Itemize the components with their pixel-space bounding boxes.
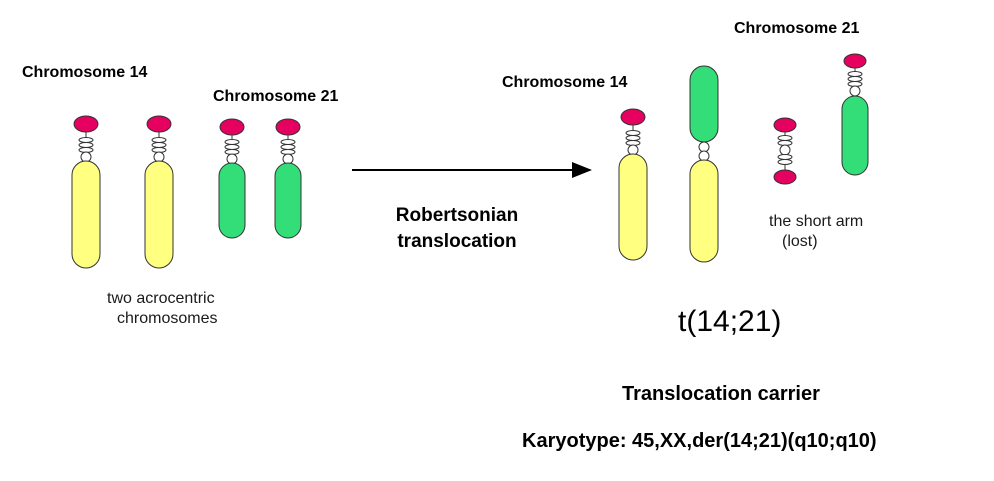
- left-chr21-label: Chromosome 21: [213, 88, 339, 105]
- chr14-left-b: [144, 115, 174, 269]
- left-caption-line2: chromosomes: [117, 310, 218, 327]
- chr14-right: [618, 108, 648, 261]
- chr14-left-a: [71, 115, 101, 269]
- translocation-notation: t(14;21): [678, 305, 782, 338]
- right-chr21-label: Chromosome 21: [734, 20, 860, 37]
- chr21-right: [841, 53, 869, 176]
- short-arm-label-line1: the short arm: [769, 213, 864, 230]
- right-chr14-label: Chromosome 14: [502, 74, 628, 91]
- short-arm-fragment: [773, 117, 797, 185]
- carrier-title: Translocation carrier: [622, 383, 820, 405]
- left-chr14-label: Chromosome 14: [22, 64, 148, 81]
- der-14-21-chromosome: [689, 65, 719, 263]
- karyotype-formula: Karyotype: 45,XX,der(14;21)(q10;q10): [522, 430, 877, 452]
- chr21-left-b: [274, 118, 302, 239]
- arrow-label-line2: translocation: [397, 231, 517, 252]
- short-arm-label-line2: (lost): [782, 233, 818, 250]
- chr21-left-a: [218, 118, 246, 239]
- left-caption-line1: two acrocentric: [107, 290, 215, 307]
- arrow-label-line1: Robertsonian: [395, 205, 519, 226]
